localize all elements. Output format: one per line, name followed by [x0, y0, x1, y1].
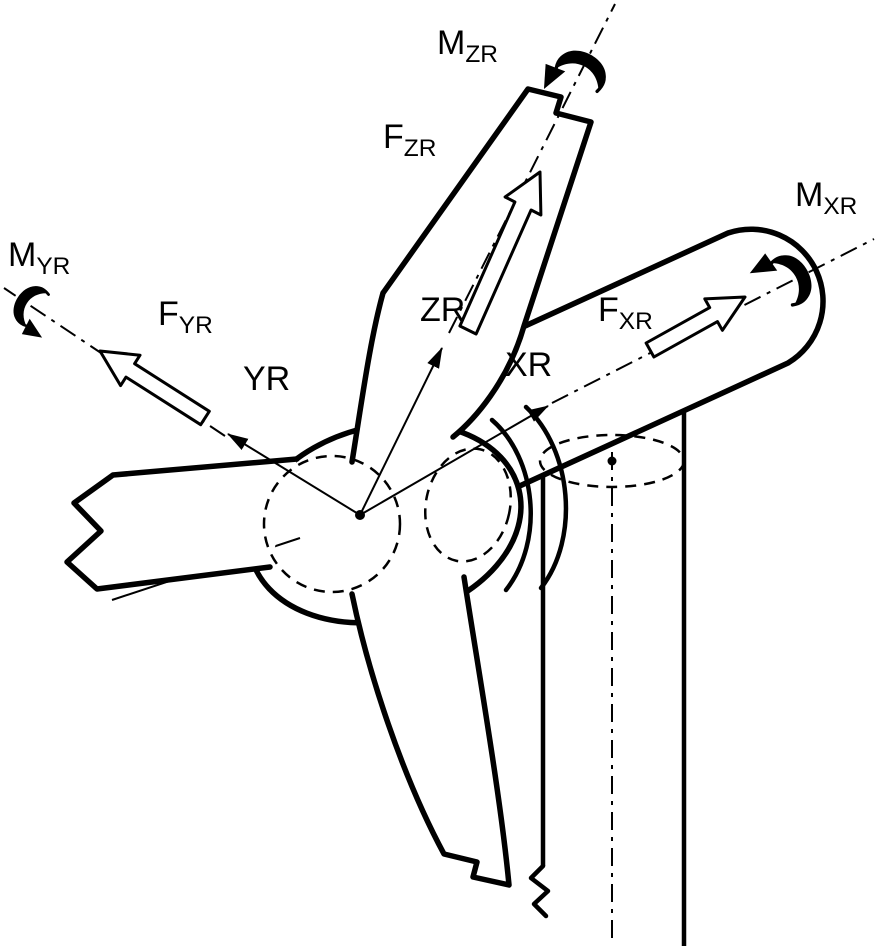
moment-curl-ribbon [13, 286, 49, 327]
moment-curl-ribbon [770, 255, 812, 306]
force-arrow-fzr [458, 170, 543, 336]
moment-curl-arrowhead [543, 63, 566, 89]
tower-break-line [528, 863, 551, 919]
hub-rear-dashed-ellipse [423, 447, 513, 563]
label-axis-zr: ZR [420, 291, 466, 329]
yaw-bearing-dashed-ellipse [538, 433, 686, 489]
yr-axis-arrow [227, 433, 361, 516]
label-moment-yr: MYR [8, 238, 70, 279]
label-force-zr: FZR [383, 120, 436, 161]
label-force-yr-symbol: F [158, 295, 179, 333]
hub-front-dashed-circle [262, 454, 402, 594]
label-moment-yr-subscript: YR [36, 252, 71, 280]
xr-axis-arrow [359, 405, 549, 516]
label-force-xr-subscript: XR [618, 307, 653, 335]
moment-curl-ribbon [555, 50, 606, 91]
label-moment-zr-subscript: ZR [465, 40, 498, 68]
label-moment-xr: MXR [795, 178, 857, 219]
force-arrow-fxr [644, 295, 747, 359]
label-force-xr: FXR [598, 293, 653, 334]
label-force-xr-symbol: F [598, 291, 619, 329]
label-moment-xr-subscript: XR [823, 192, 858, 220]
label-moment-xr-symbol: M [795, 176, 824, 214]
zr-axis-dashdot [448, 3, 616, 334]
nacelle-rim-arc-front [489, 417, 533, 593]
hub-center-dot [355, 510, 365, 520]
moment-arrow-myr [13, 286, 50, 338]
moment-curl-arrowhead [749, 253, 778, 274]
moment-arrow-mxr [749, 253, 812, 307]
label-moment-yr-symbol: M [8, 236, 37, 274]
label-force-yr: FYR [158, 297, 213, 338]
label-force-yr-subscript: YR [178, 311, 213, 339]
label-axis-xr: XR [505, 346, 553, 384]
label-moment-zr-symbol: M [437, 24, 466, 62]
zr-axis-arrow [359, 347, 443, 516]
force-arrow-fyr [98, 349, 211, 427]
blade-down [349, 574, 512, 888]
label-axis-yr: YR [243, 360, 291, 398]
label-force-zr-symbol: F [383, 118, 404, 156]
moment-curl-arrowhead [21, 318, 43, 338]
blade-left-broken [64, 456, 300, 592]
label-force-zr-subscript: ZR [403, 134, 437, 162]
moment-arrow-mzr [543, 50, 606, 93]
nacelle-rim-arc-rear [523, 404, 569, 591]
label-moment-zr: MZR [437, 26, 498, 67]
